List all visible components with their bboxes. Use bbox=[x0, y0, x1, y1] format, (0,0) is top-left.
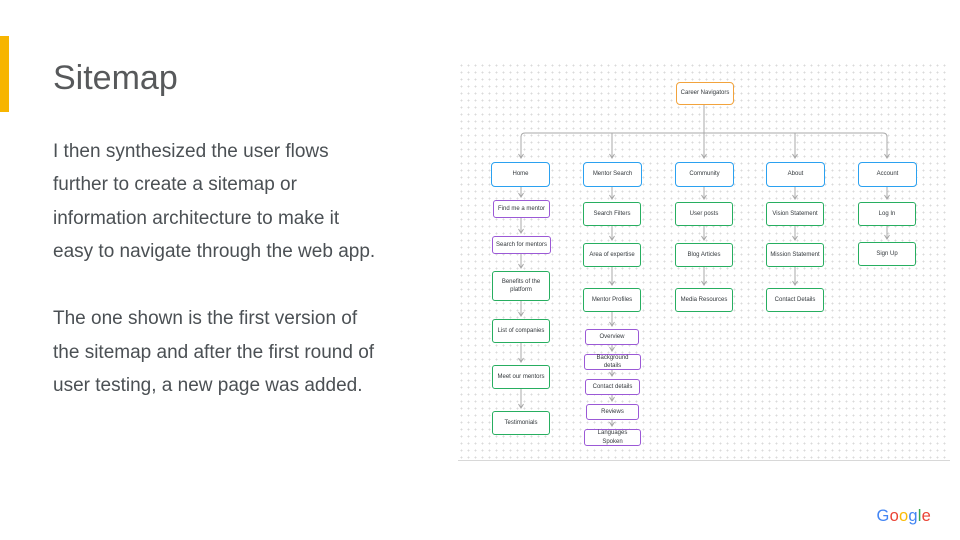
sitemap-node-testimonials: Testimonials bbox=[492, 411, 550, 435]
sitemap-node-search-for-mentors: Search for mentors bbox=[492, 236, 551, 254]
sitemap-node-reviews: Reviews bbox=[586, 404, 639, 420]
sitemap-node-background-details: Background details bbox=[584, 354, 641, 370]
sitemap-node-languages-spoken: Languages Spoken bbox=[584, 429, 641, 446]
google-logo-letter: l bbox=[917, 507, 922, 525]
sitemap-node-community: Community bbox=[675, 162, 734, 187]
page-title: Sitemap bbox=[53, 59, 178, 97]
sitemap-node-account: Account bbox=[858, 162, 917, 187]
sitemap-node-benefits-of-the-platform: Benefits of the platform bbox=[492, 271, 550, 301]
connector-lines bbox=[518, 104, 890, 427]
sitemap-node-contact-details-about: Contact Details bbox=[766, 288, 824, 312]
sitemap-node-about: About bbox=[766, 162, 825, 187]
sitemap-node-blog-articles: Blog Articles bbox=[675, 243, 733, 267]
body-text-line: The one shown is the first version of bbox=[53, 308, 358, 330]
google-logo-letter: e bbox=[921, 507, 931, 525]
accent-bar bbox=[0, 36, 9, 112]
google-logo-letter: o bbox=[889, 507, 899, 525]
sitemap-node-log-in: Log In bbox=[858, 202, 916, 226]
body-text-line: further to create a sitemap or bbox=[53, 174, 297, 196]
google-logo-letter: g bbox=[908, 507, 918, 525]
google-logo: Google bbox=[877, 507, 931, 526]
sitemap-node-mission-statement: Mission Statement bbox=[766, 243, 824, 267]
google-logo-letter: o bbox=[898, 507, 909, 525]
sitemap-node-list-of-companies: List of companies bbox=[492, 319, 550, 343]
sitemap-node-meet-our-mentors: Meet our mentors bbox=[492, 365, 550, 389]
body-copy: I then synthesized the user flows furthe… bbox=[53, 135, 423, 403]
sitemap-node-sign-up: Sign Up bbox=[858, 242, 916, 266]
sitemap-node-search-filters: Search Filters bbox=[583, 202, 641, 226]
sitemap-node-vision-statement: Vision Statement bbox=[766, 202, 824, 226]
text-column: Sitemap I then synthesized the user flow… bbox=[53, 58, 423, 403]
body-text-line: user testing, a new page was added. bbox=[53, 375, 363, 397]
sitemap-node-career-navigators: Career Navigators bbox=[676, 82, 734, 105]
sitemap-diagram: Career Navigators Home Mentor Search Com… bbox=[458, 62, 950, 461]
body-text-line: easy to navigate through the web app. bbox=[53, 241, 376, 263]
sitemap-node-mentor-search: Mentor Search bbox=[583, 162, 642, 187]
paragraph-gap bbox=[53, 269, 423, 303]
sitemap-node-home: Home bbox=[491, 162, 550, 187]
sitemap-node-media-resources: Media Resources bbox=[675, 288, 733, 312]
sitemap-node-contact-details: Contact details bbox=[585, 379, 640, 395]
google-logo-letter: G bbox=[876, 507, 890, 525]
body-text-line: I then synthesized the user flows bbox=[53, 140, 329, 162]
body-text-line: information architecture to make it bbox=[53, 207, 340, 229]
sitemap-node-area-of-expertise: Area of expertise bbox=[583, 243, 641, 267]
sitemap-node-mentor-profiles: Mentor Profiles bbox=[583, 288, 641, 312]
body-text-line: the sitemap and after the first round of bbox=[53, 341, 375, 363]
sitemap-node-overview: Overview bbox=[585, 329, 639, 345]
sitemap-node-user-posts: User posts bbox=[675, 202, 733, 226]
sitemap-node-find-me-a-mentor: Find me a mentor bbox=[493, 200, 550, 218]
